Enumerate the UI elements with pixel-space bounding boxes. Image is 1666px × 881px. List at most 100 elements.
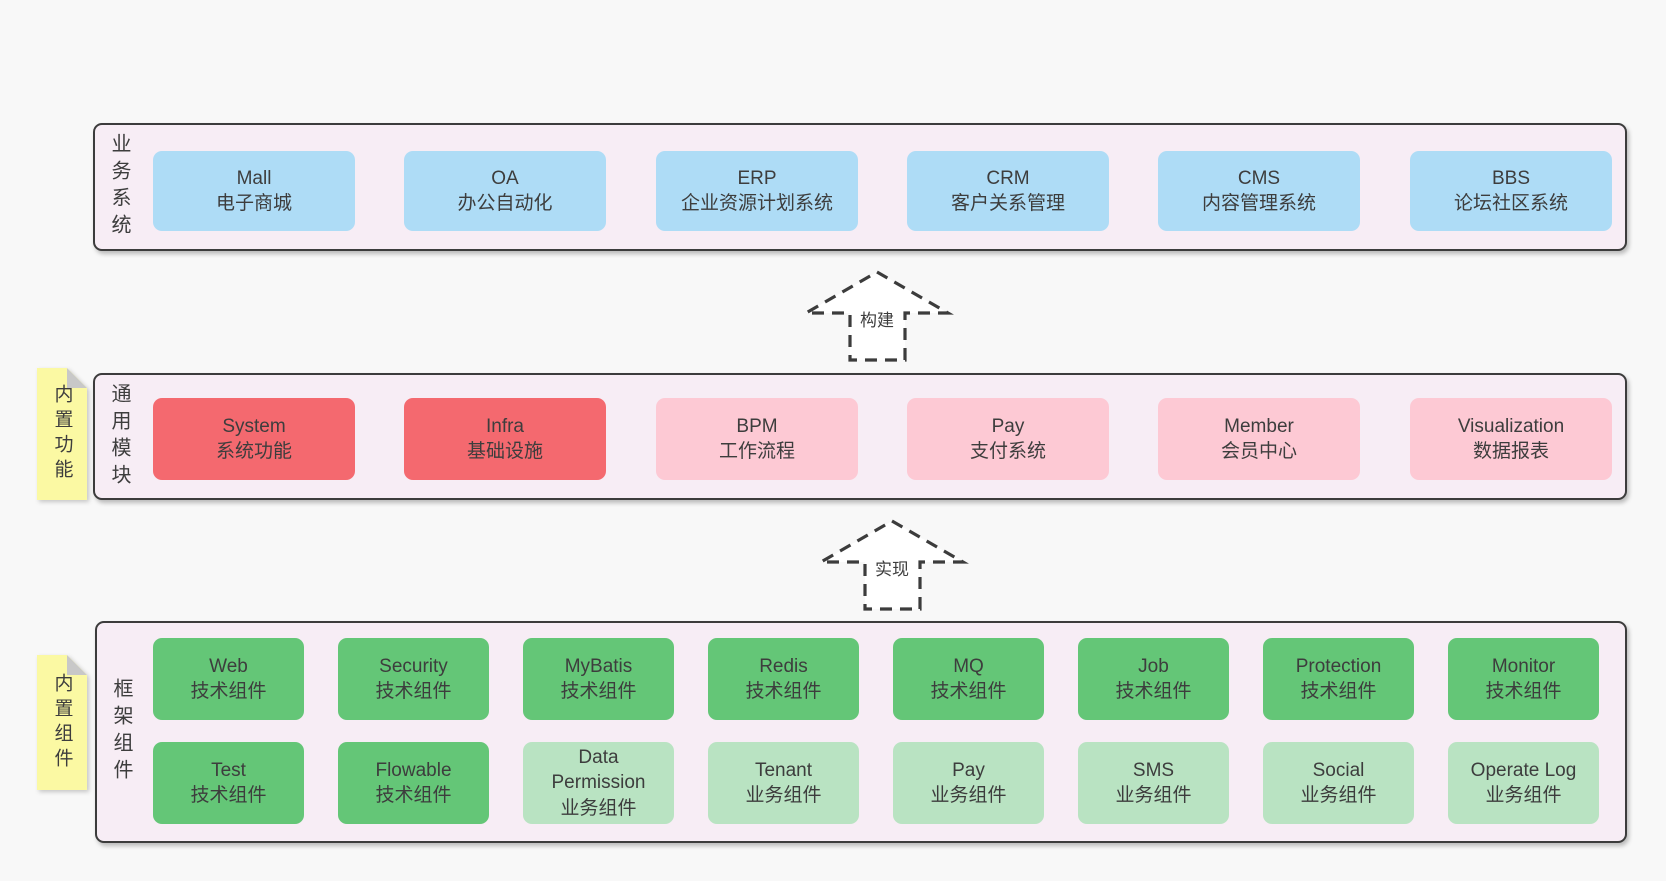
box-test: Test 技术组件 — [153, 742, 304, 824]
sticky-note-text: 内置功能 — [51, 384, 73, 484]
box-subtitle: 支付系统 — [969, 441, 1046, 462]
box-subtitle: 技术组件 — [190, 681, 267, 702]
panel-framework-components: 框架组件 Web 技术组件 Security 技术组件 MyBatis 技术组件… — [95, 621, 1627, 843]
box-subtitle: 论坛社区系统 — [1453, 193, 1568, 214]
sticky-note: 内置功能 — [37, 368, 87, 500]
sticky-note-builtin-components: 内置组件 — [37, 655, 87, 790]
box-title: CRM — [986, 167, 1030, 189]
box-tenant: Tenant 业务组件 — [708, 742, 859, 824]
box-title: CMS — [1237, 167, 1281, 189]
box-subtitle: 基础设施 — [466, 441, 543, 462]
box-title: SMS — [1132, 759, 1175, 781]
box-protection: Protection 技术组件 — [1263, 638, 1414, 720]
box-title: Infra — [485, 415, 525, 437]
box-title: Data Permission — [551, 747, 646, 794]
sticky-note-builtin-features: 内置功能 — [37, 368, 87, 500]
box-subtitle: 电子商城 — [215, 193, 292, 214]
box-bpm: BPM 工作流程 — [656, 398, 858, 480]
box-pay-system: Pay 支付系统 — [907, 398, 1109, 480]
box-subtitle: 技术组件 — [560, 681, 637, 702]
box-title: Web — [209, 655, 248, 677]
box-data-permission: Data Permission 业务组件 — [523, 742, 674, 824]
box-title: Security — [379, 655, 448, 677]
box-visualization: Visualization 数据报表 — [1410, 398, 1612, 480]
box-subtitle: 技术组件 — [375, 785, 452, 806]
box-subtitle: 技术组件 — [190, 785, 267, 806]
box-subtitle: 技术组件 — [1485, 681, 1562, 702]
box-mq: MQ 技术组件 — [893, 638, 1044, 720]
layer-label-business-systems: 业务系统 — [108, 133, 130, 241]
box-subtitle: 办公自动化 — [457, 193, 553, 214]
box-crm: CRM 客户关系管理 — [907, 151, 1109, 231]
box-security: Security 技术组件 — [338, 638, 489, 720]
box-subtitle: 技术组件 — [930, 681, 1007, 702]
box-member: Member 会员中心 — [1158, 398, 1360, 480]
box-title: Job — [1138, 655, 1169, 677]
box-title: System — [222, 415, 286, 437]
panel-common-modules: 通用模块 System 系统功能 Infra 基础设施 BPM 工作流程 Pay… — [93, 373, 1627, 500]
box-subtitle: 技术组件 — [1300, 681, 1377, 702]
box-subtitle: 系统功能 — [215, 441, 292, 462]
box-bbs: BBS 论坛社区系统 — [1410, 151, 1612, 231]
box-title: MQ — [953, 655, 984, 677]
box-subtitle: 业务组件 — [930, 785, 1007, 806]
box-subtitle: 数据报表 — [1472, 441, 1549, 462]
box-subtitle: 业务组件 — [745, 785, 822, 806]
box-subtitle: 工作流程 — [718, 441, 795, 462]
layer-label-common-modules: 通用模块 — [108, 382, 130, 491]
arrow-implement: 实现 — [812, 515, 972, 615]
arrow-build: 构建 — [797, 266, 957, 366]
box-web: Web 技术组件 — [153, 638, 304, 720]
box-title: BPM — [736, 415, 778, 437]
box-title: Visualization — [1457, 415, 1565, 437]
box-title: Test — [211, 759, 246, 781]
box-title: MyBatis — [564, 655, 633, 677]
box-pay-component: Pay 业务组件 — [893, 742, 1044, 824]
box-subtitle: 企业资源计划系统 — [680, 193, 833, 214]
box-oa: OA 办公自动化 — [404, 151, 606, 231]
box-title: Tenant — [754, 759, 813, 781]
box-subtitle: 业务组件 — [1485, 785, 1562, 806]
box-sms: SMS 业务组件 — [1078, 742, 1229, 824]
box-title: BBS — [1491, 167, 1531, 189]
box-subtitle: 内容管理系统 — [1201, 193, 1316, 214]
arrow-implement-label: 实现 — [872, 555, 912, 580]
box-cms: CMS 内容管理系统 — [1158, 151, 1360, 231]
sticky-note: 内置组件 — [37, 655, 87, 790]
box-subtitle: 技术组件 — [1115, 681, 1192, 702]
box-subtitle: 业务组件 — [1300, 785, 1377, 806]
box-subtitle: 技术组件 — [745, 681, 822, 702]
arrow-build-label: 构建 — [857, 306, 897, 331]
box-subtitle: 业务组件 — [1115, 785, 1192, 806]
box-title: Social — [1312, 759, 1365, 781]
sticky-note-text: 内置组件 — [51, 672, 73, 773]
box-title: Flowable — [375, 759, 452, 781]
box-subtitle: 业务组件 — [560, 797, 637, 819]
box-redis: Redis 技术组件 — [708, 638, 859, 720]
box-mybatis: MyBatis 技术组件 — [523, 638, 674, 720]
folded-corner-icon — [67, 368, 87, 388]
box-title: ERP — [737, 167, 777, 189]
box-social: Social 业务组件 — [1263, 742, 1414, 824]
box-erp: ERP 企业资源计划系统 — [656, 151, 858, 231]
box-infra: Infra 基础设施 — [404, 398, 606, 480]
box-system: System 系统功能 — [153, 398, 355, 480]
box-title: Pay — [952, 759, 985, 781]
box-job: Job 技术组件 — [1078, 638, 1229, 720]
box-mall: Mall 电子商城 — [153, 151, 355, 231]
box-monitor: Monitor 技术组件 — [1448, 638, 1599, 720]
box-title: Mall — [236, 167, 272, 189]
layer-label-framework-components: 框架组件 — [110, 678, 132, 786]
box-flowable: Flowable 技术组件 — [338, 742, 489, 824]
box-title: OA — [491, 167, 519, 189]
folded-corner-icon — [67, 655, 87, 675]
box-subtitle: 客户关系管理 — [950, 193, 1065, 214]
panel-business-systems: 业务系统 Mall 电子商城 OA 办公自动化 ERP 企业资源计划系统 CRM… — [93, 123, 1627, 251]
box-subtitle: 技术组件 — [375, 681, 452, 702]
box-title: Pay — [991, 415, 1025, 437]
box-operate-log: Operate Log 业务组件 — [1448, 742, 1599, 824]
box-title: Protection — [1295, 655, 1382, 677]
box-title: Operate Log — [1470, 759, 1577, 781]
box-title: Redis — [759, 655, 808, 677]
